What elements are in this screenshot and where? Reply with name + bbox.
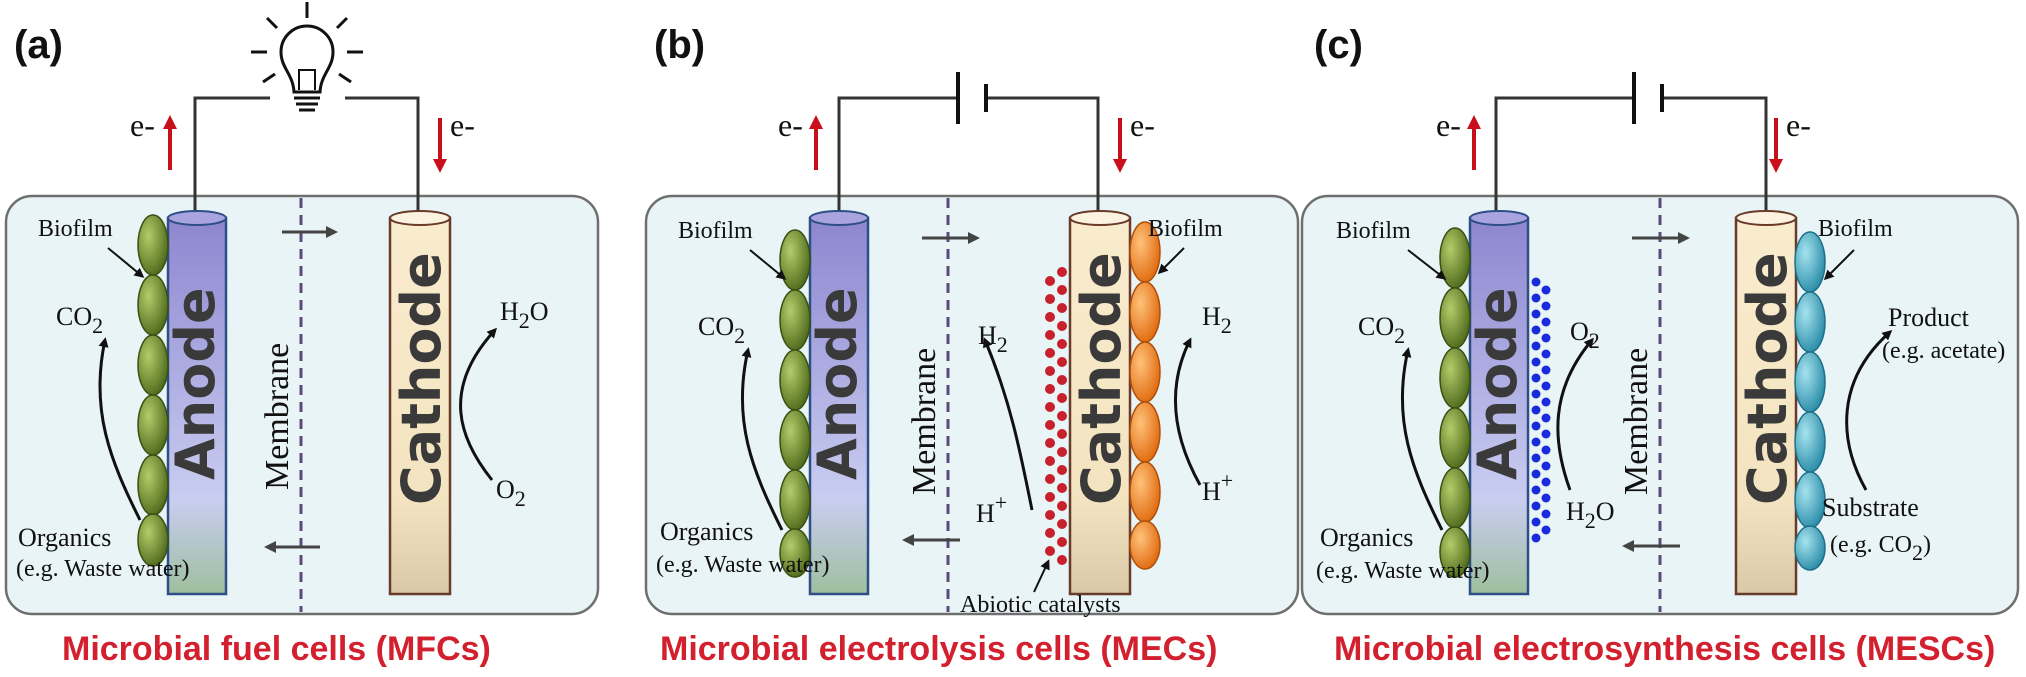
battery-icon xyxy=(1632,72,1664,124)
panel-b-anode-label: Anode xyxy=(806,287,869,480)
panel-c-organics-note: (e.g. Waste water) xyxy=(1316,558,1490,584)
panel-a-anode-biofilm xyxy=(137,214,169,567)
panel-a-wire-right xyxy=(345,96,420,218)
panel-b-h2-left-arrow xyxy=(983,337,1034,511)
panel-c-product-note: (e.g. acetate) xyxy=(1882,338,2005,364)
panel-b-wire-left xyxy=(837,96,958,218)
panel-c-substrate-note: (e.g. CO2) xyxy=(1830,532,1931,565)
panel-b-caption: Microbial electrolysis cells (MECs) xyxy=(660,630,1217,668)
panel-a-cathode-top: H2O xyxy=(500,297,549,333)
panel-c-cathode-biofilm xyxy=(1794,231,1826,571)
panel-c-tag: (c) xyxy=(1314,23,1363,67)
panel-a-cathode-bottom: O2 xyxy=(496,475,526,511)
panel-c-cathode-label: Cathode xyxy=(1736,252,1799,505)
panel-a-biofilm-label: Biofilm xyxy=(38,216,113,242)
panel-c-wire-right xyxy=(1662,96,1768,218)
panel-b-anode xyxy=(808,216,870,596)
panel-b-anode-biofilm xyxy=(779,229,811,578)
panel-b-hplus-left: H+ xyxy=(976,490,1007,528)
panel-c-product: Product xyxy=(1888,303,1970,332)
panel-b-cathode-top xyxy=(1069,210,1131,226)
battery-icon xyxy=(956,72,988,124)
panel-b-membrane-label: Membrane xyxy=(906,348,943,495)
panel-b-catalysts-pointer xyxy=(1033,559,1050,593)
panel-b-tag: (b) xyxy=(654,23,705,67)
panel-a-anode-top xyxy=(167,210,227,226)
panel-a-biofilm-pointer xyxy=(107,247,145,278)
panel-b-anode-top xyxy=(809,210,869,226)
panel-c-anode xyxy=(1468,216,1530,596)
panel-b-h2-left: H2 xyxy=(978,321,1008,357)
panel-c-cathode-top xyxy=(1735,210,1797,226)
panel-a-cathode-label: Cathode xyxy=(390,252,453,505)
panel-c-substrate: Substrate xyxy=(1822,493,1919,522)
panel-c-cathode xyxy=(1734,216,1798,596)
panel-b-anode-biofilm-pointer xyxy=(749,249,787,280)
panel-b-electron-left: e- xyxy=(778,107,803,143)
panel-a-membrane-label: Membrane xyxy=(259,343,296,490)
panel-c-anode-top xyxy=(1469,210,1529,226)
panel-b-organics: Organics xyxy=(660,517,753,546)
panel-b-cathode-biofilm xyxy=(1129,221,1161,570)
panel-a-wire xyxy=(193,96,270,218)
panel-c-co2: CO2 xyxy=(1358,312,1405,348)
panel-c: (c) e- e- Membrane Anode Biofilm xyxy=(1300,23,2020,668)
panel-b-h2-right-arrow xyxy=(1174,337,1202,486)
panel-b: (b) e- e- Membrane Anode Biofilm xyxy=(644,23,1300,668)
panel-a-electron-right: e- xyxy=(450,107,475,143)
panel-c-o2-arrow xyxy=(1556,337,1594,491)
panel-b-anode-biofilm-label: Biofilm xyxy=(678,218,753,244)
panel-a: (a) e- e- Membrane An xyxy=(4,2,600,668)
panel-b-abiotic-catalysts xyxy=(1045,267,1067,565)
panel-c-anode-catalysts xyxy=(1531,277,1551,543)
panel-a-electron-left: e- xyxy=(130,107,155,143)
panel-c-h2o: H2O xyxy=(1566,497,1615,533)
panel-a-cathode-reaction-arrow xyxy=(459,327,498,481)
panel-a-organics: Organics xyxy=(18,523,111,552)
panel-b-co2: CO2 xyxy=(698,312,745,348)
panel-c-cathode-biofilm-pointer xyxy=(1823,249,1855,281)
panel-b-hplus-right: H+ xyxy=(1202,468,1233,506)
panel-c-organics: Organics xyxy=(1320,523,1413,552)
panel-b-h2-right: H2 xyxy=(1202,302,1232,338)
panel-b-cathode-biofilm-pointer xyxy=(1157,247,1185,275)
panel-c-anode-reaction-arrow xyxy=(1400,347,1444,531)
panel-c-wire-left xyxy=(1494,96,1634,218)
panel-a-tag: (a) xyxy=(14,23,63,67)
panel-c-caption: Microbial electrosynthesis cells (MESCs) xyxy=(1334,630,1995,668)
panel-c-product-arrow xyxy=(1845,330,1893,491)
panel-a-co2: CO2 xyxy=(56,302,103,338)
panel-b-cathode-label: Cathode xyxy=(1070,252,1133,505)
light-bulb-icon xyxy=(251,2,363,112)
panel-b-cathode-biofilm-label: Biofilm xyxy=(1148,216,1223,242)
panel-a-organics-note: (e.g. Waste water) xyxy=(16,556,190,582)
panel-b-electron-right: e- xyxy=(1130,107,1155,143)
panel-a-cathode-top xyxy=(389,210,451,226)
panel-a-anode-label: Anode xyxy=(164,287,227,480)
panel-b-catalysts-label: Abiotic catalysts xyxy=(960,592,1121,618)
panel-c-anode-biofilm xyxy=(1439,227,1471,578)
panel-b-organics-note: (e.g. Waste water) xyxy=(656,552,830,578)
panel-c-electron-left: e- xyxy=(1436,107,1461,143)
panel-b-anode-reaction-arrow xyxy=(740,347,784,531)
panel-c-o2: O2 xyxy=(1570,317,1600,353)
panel-b-wire-right xyxy=(986,96,1100,218)
panel-c-anode-biofilm-label: Biofilm xyxy=(1336,218,1411,244)
panel-a-anode xyxy=(166,216,228,596)
panel-c-membrane-label: Membrane xyxy=(1618,348,1655,495)
panel-c-cathode-biofilm-label: Biofilm xyxy=(1818,216,1893,242)
panel-c-anode-label: Anode xyxy=(1466,287,1529,480)
panel-a-cathode xyxy=(388,216,452,596)
panel-a-caption: Microbial fuel cells (MFCs) xyxy=(62,630,491,668)
panel-c-electron-right: e- xyxy=(1786,107,1811,143)
panel-c-anode-biofilm-pointer xyxy=(1407,249,1447,280)
panel-a-anode-reaction-arrow xyxy=(98,337,142,521)
